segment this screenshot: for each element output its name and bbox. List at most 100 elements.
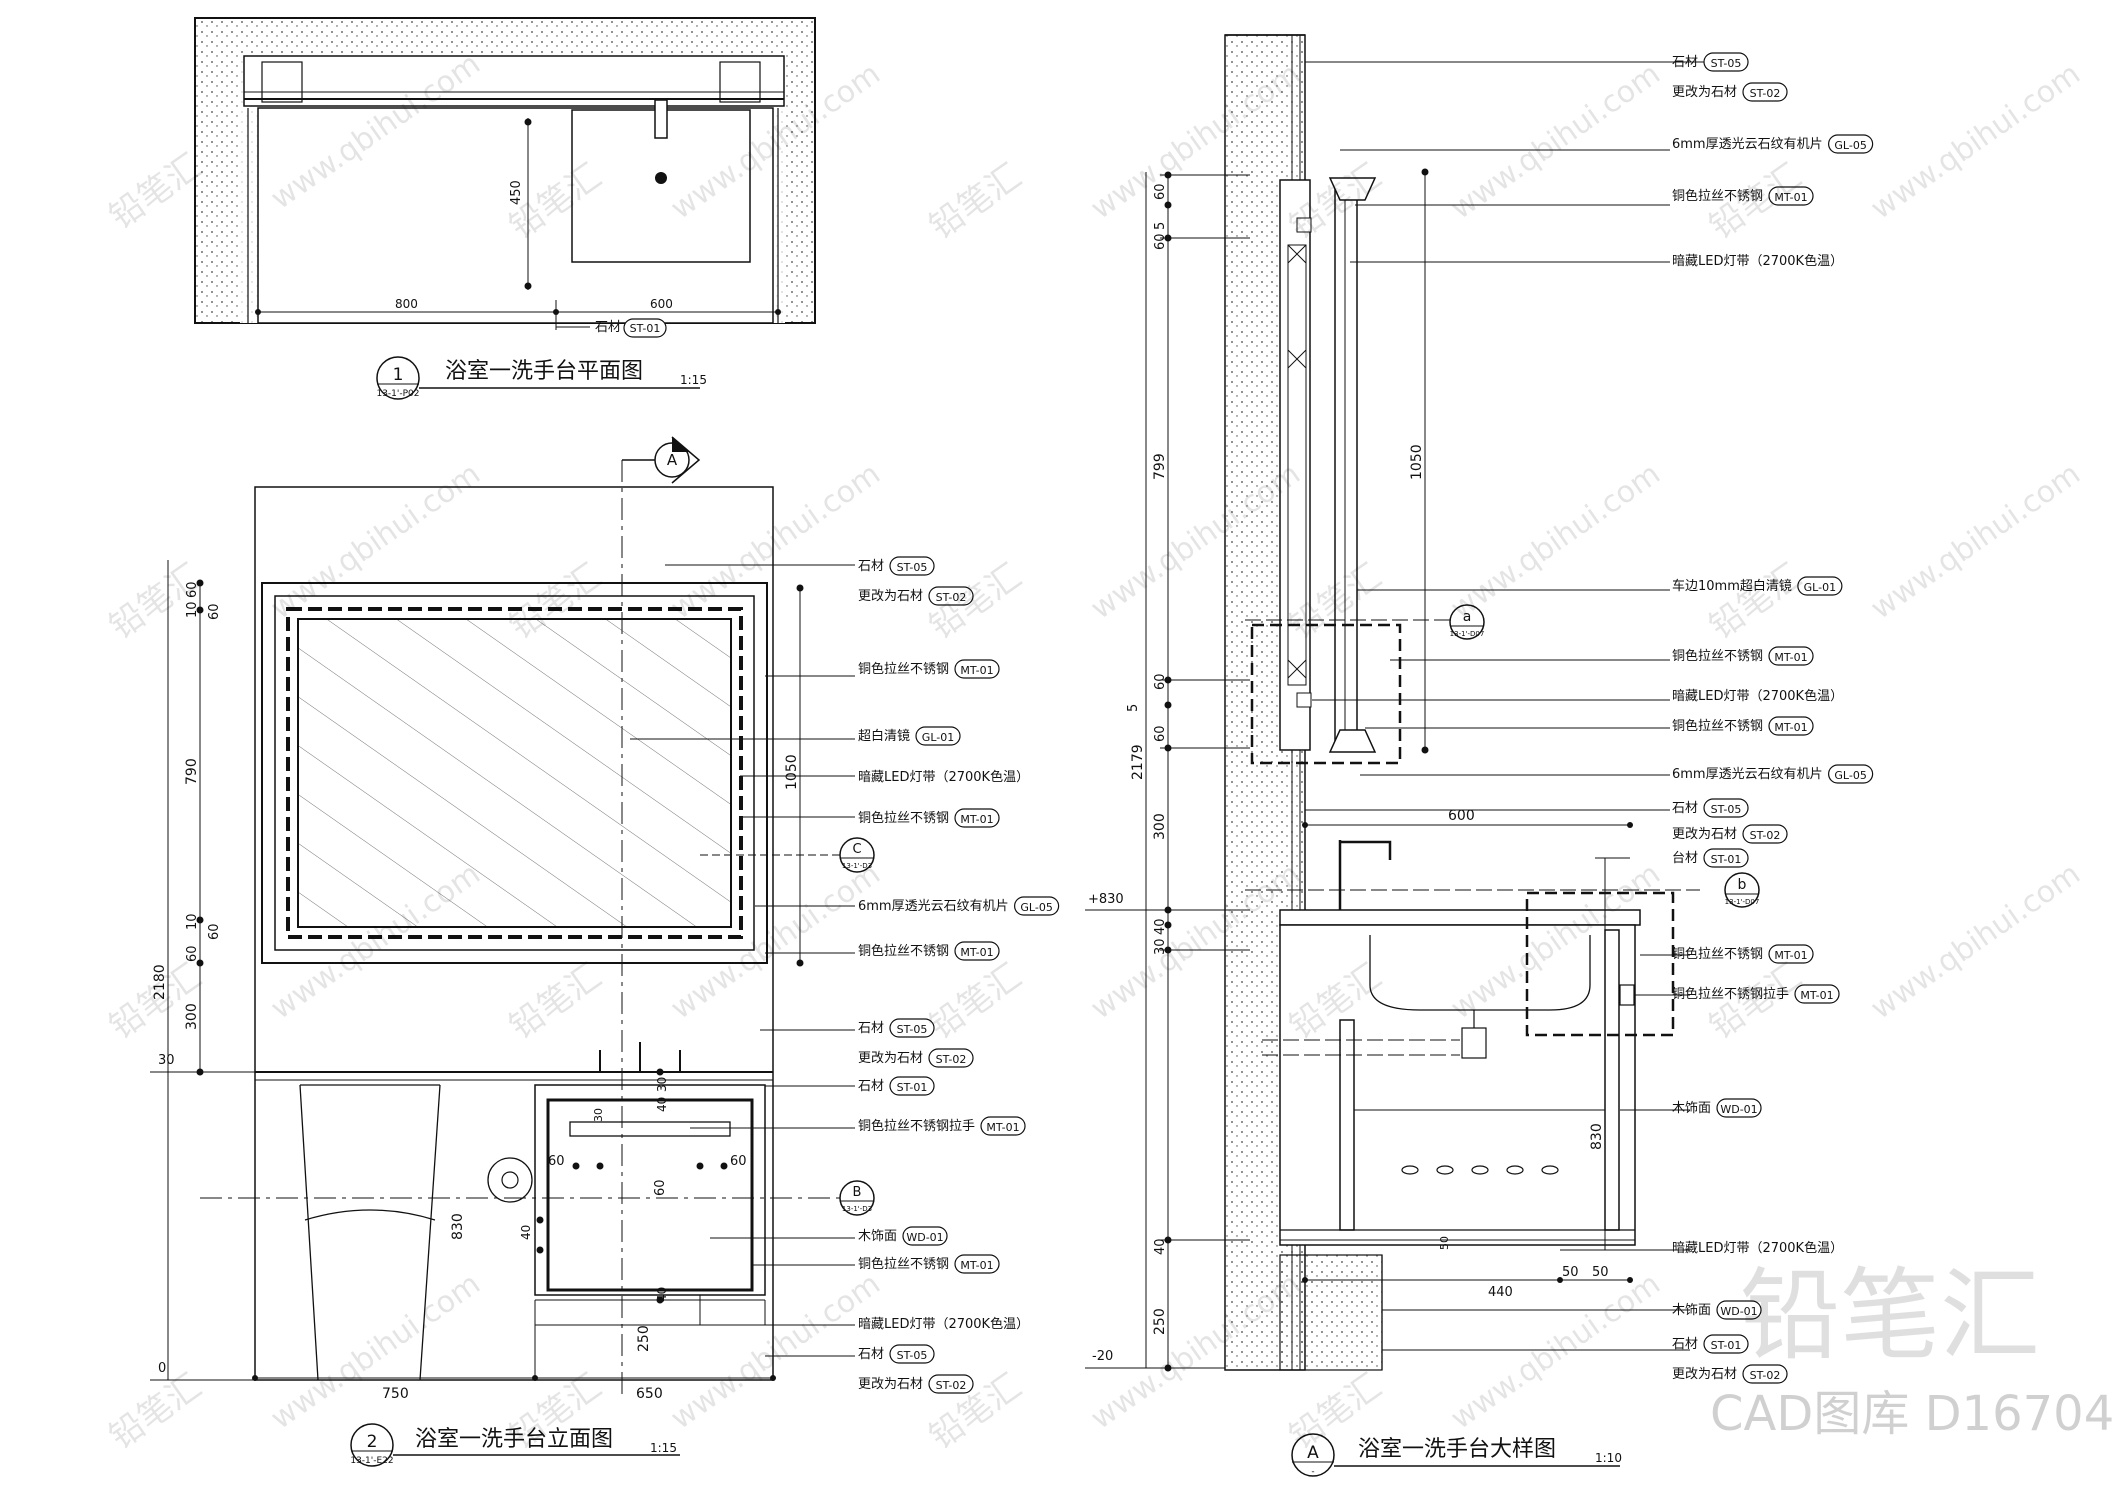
watermark-url-6: www.qbihui.com — [665, 456, 887, 626]
detail-code-3: MT-01 — [1774, 191, 1807, 204]
svg-text:250: 250 — [636, 1325, 652, 1352]
detail-label-12: 台材 — [1672, 851, 1698, 866]
detail-code-bubble-12 — [1703, 848, 1749, 868]
svg-text:10: 10 — [185, 913, 200, 930]
plan-title-ref: 13-1'-P02 — [376, 389, 419, 399]
detail-dim-1050: 1050 — [1409, 444, 1425, 480]
detail-code-bubble-9 — [1828, 764, 1874, 784]
elevation-title: 浴室一洗手台立面图 — [415, 1427, 613, 1452]
watermark-brand-12: 铅笔汇 — [922, 956, 1028, 1047]
elevation-code-bubble-1 — [928, 586, 974, 606]
detail-callout-b — [1724, 872, 1760, 908]
watermark-footer-text: CAD图库 D16704 — [1710, 1386, 2114, 1442]
elevation-code-bubble-13 — [954, 1254, 1000, 1274]
detail-label-1: 更改为石材 — [1672, 85, 1737, 100]
detail-code-bubble-19 — [1742, 1364, 1788, 1384]
plan-title-number: 1 — [393, 365, 404, 385]
elevation-code-bubble-7 — [954, 941, 1000, 961]
elevation-label-3: 超白清镜 — [858, 728, 910, 744]
elevation-total-dim: 2180 — [152, 964, 168, 1000]
svg-text:5: 5 — [1126, 704, 1141, 712]
detail-code-12: ST-01 — [1711, 853, 1742, 866]
detail-dim-440: 440 — [1488, 1285, 1513, 1300]
watermark-brand-large: 铅笔汇 — [1740, 1257, 2040, 1374]
plan-label-stone: 石材 — [595, 320, 621, 335]
detail-code-1: ST-02 — [1750, 87, 1781, 100]
detail-label-18: 石材 — [1672, 1337, 1698, 1352]
elevation-label-14: 暗藏LED灯带（2700K色温） — [858, 1316, 1029, 1332]
elevation-code-16: ST-02 — [936, 1379, 967, 1392]
svg-text:60: 60 — [185, 581, 200, 598]
elevation-label-8: 石材 — [858, 1021, 884, 1036]
elevation-code-bubble-12 — [902, 1226, 948, 1246]
plan-dim-800: 800 — [395, 297, 418, 311]
elevation-cabinet-dims: 40 30 30 60 60 60 40 830 40 250 — [450, 1077, 747, 1352]
plan-scale: 1:15 — [680, 373, 707, 387]
watermark-brand-0: 铅笔汇 — [102, 146, 208, 237]
detail-code-2: GL-05 — [1834, 139, 1866, 152]
vanity-cabinet — [534, 1084, 766, 1296]
detail-code-6: MT-01 — [1774, 651, 1807, 664]
elevation-code-12: WD-01 — [906, 1231, 943, 1244]
elevation-level-30: 30 — [158, 1053, 175, 1068]
elevation-code-8: ST-05 — [897, 1023, 928, 1036]
elevation-label-4: 暗藏LED灯带（2700K色温） — [858, 769, 1029, 785]
svg-text:-: - — [1311, 1467, 1314, 1477]
svg-text:60: 60 — [548, 1154, 565, 1169]
watermark-url-8: www.qbihui.com — [1445, 456, 1667, 626]
callout-b-ref: 13-1'-D3 — [842, 1205, 872, 1213]
svg-text:830: 830 — [450, 1213, 466, 1240]
detail-code-17: WD-01 — [1720, 1305, 1757, 1318]
svg-text:40: 40 — [1153, 918, 1168, 935]
elevation-code-bubble-8 — [889, 1018, 935, 1038]
detail-total-dim: 2179 — [1130, 744, 1146, 780]
elevation-left-dims: 60 10 60 790 10 60 60 300 2180 — [152, 581, 222, 1030]
watermark-footer: 铅笔汇 CAD图库 D16704 — [1710, 1257, 2114, 1442]
plan-label-code: ST-01 — [630, 322, 661, 335]
svg-text:10: 10 — [185, 601, 200, 618]
elevation-label-0: 石材 — [858, 559, 884, 574]
svg-text:a: a — [1463, 609, 1472, 625]
detail-code-11: ST-02 — [1750, 829, 1781, 842]
elevation-label-7: 铜色拉丝不锈钢 — [858, 943, 949, 959]
detail-code-bubble-10 — [1703, 798, 1749, 818]
detail-label-0: 石材 — [1672, 55, 1698, 70]
detail-code-bubble-5 — [1797, 576, 1843, 596]
elevation-scale: 1:15 — [650, 1441, 677, 1455]
detail-code-bubble-13 — [1768, 944, 1814, 964]
elevation-code-bubble-6 — [1014, 896, 1060, 916]
detail-code-15: WD-01 — [1720, 1103, 1757, 1116]
elevation-wall — [254, 486, 774, 1381]
detail-title-number: A — [1307, 1443, 1319, 1463]
toilet-outline — [299, 1084, 441, 1381]
detail-label-9: 6mm厚透光云石纹有机片 — [1672, 767, 1823, 782]
svg-text:50: 50 — [1438, 1236, 1451, 1250]
svg-text:300: 300 — [1152, 813, 1168, 840]
elevation-code-bubble-15 — [889, 1344, 935, 1364]
detail-code-bubble-15 — [1716, 1098, 1762, 1118]
elevation-label-5: 铜色拉丝不锈钢 — [858, 810, 949, 826]
detail-label-14: 铜色拉丝不锈钢拉手 — [1672, 986, 1789, 1002]
watermark-url-4: www.qbihui.com — [1865, 56, 2087, 226]
detail-title-block: A - 浴室一洗手台大样图 1:10 — [1291, 1433, 1622, 1477]
detail-code-bubble-17 — [1716, 1300, 1762, 1320]
elevation-code-10: ST-01 — [897, 1081, 928, 1094]
detail-label-6: 铜色拉丝不锈钢 — [1672, 648, 1763, 664]
plan-title: 浴室一洗手台平面图 — [445, 359, 643, 384]
detail-code-0: ST-05 — [1711, 57, 1742, 70]
detail-code-8: MT-01 — [1774, 721, 1807, 734]
svg-text:30: 30 — [1153, 938, 1168, 955]
watermark-url-9: www.qbihui.com — [1865, 456, 2087, 626]
detail-label-15: 木饰面 — [1672, 1101, 1711, 1116]
watermark-brand-2: 铅笔汇 — [922, 156, 1028, 247]
elevation-dim-750: 750 — [382, 1386, 409, 1402]
plan-title-bubble — [376, 356, 420, 400]
watermark-url-15: www.qbihui.com — [265, 1266, 487, 1436]
detail-code-bubble-6 — [1768, 646, 1814, 666]
callout-b-letter: B — [853, 1185, 862, 1200]
elevation-dim-1050: 1050 — [784, 754, 800, 790]
detail-label-4: 暗藏LED灯带（2700K色温） — [1672, 253, 1843, 269]
svg-text:50: 50 — [1562, 1265, 1579, 1280]
elevation-code-3: GL-01 — [922, 731, 954, 744]
